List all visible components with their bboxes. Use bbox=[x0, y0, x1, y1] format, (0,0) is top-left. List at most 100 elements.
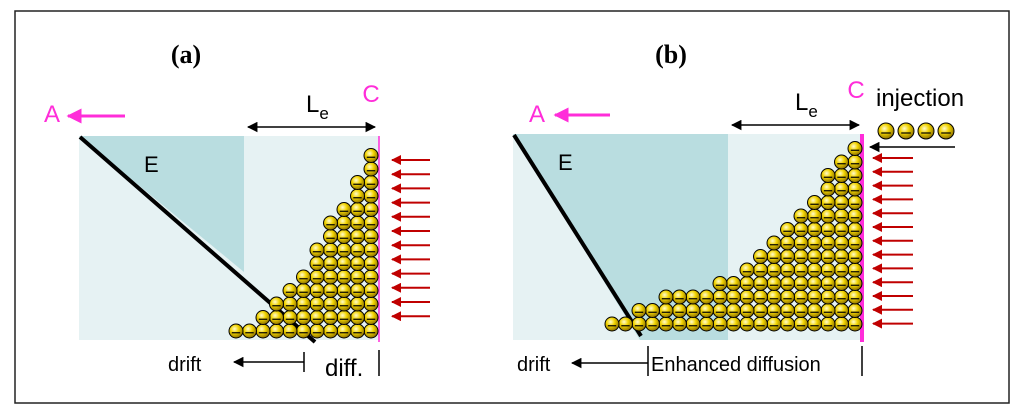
charge-ball bbox=[350, 215, 365, 231]
charge-ball bbox=[847, 208, 863, 224]
charge-ball bbox=[753, 262, 768, 278]
charge-ball bbox=[309, 310, 325, 325]
charge-ball bbox=[847, 235, 863, 251]
charge-ball bbox=[847, 316, 863, 332]
charge-ball bbox=[336, 256, 352, 271]
charge-ball bbox=[336, 229, 352, 244]
charge-ball bbox=[269, 323, 284, 339]
charge-ball bbox=[699, 289, 714, 305]
charge-ball bbox=[780, 276, 795, 291]
charge-ball bbox=[847, 195, 863, 210]
charge-ball bbox=[834, 195, 849, 210]
charge-ball bbox=[739, 262, 755, 278]
charge-ball bbox=[766, 303, 782, 318]
panel-b-cathode-label: C bbox=[847, 77, 864, 104]
charge-ball bbox=[363, 323, 379, 339]
charge-ball bbox=[323, 229, 338, 244]
charge-ball bbox=[780, 262, 795, 278]
charge-ball bbox=[336, 202, 352, 217]
charge-ball bbox=[350, 188, 365, 204]
charge-ball bbox=[336, 242, 352, 258]
panel-a-charge-pile bbox=[228, 148, 379, 339]
charge-ball bbox=[780, 249, 795, 264]
charge-ball bbox=[631, 316, 647, 332]
charge-ball bbox=[363, 296, 379, 312]
panel-b-field-region bbox=[513, 134, 728, 340]
panel-b-label: (b) bbox=[655, 40, 687, 69]
charge-ball bbox=[269, 310, 284, 325]
charge-ball bbox=[296, 283, 311, 298]
charge-ball bbox=[793, 222, 809, 237]
panel-a-cathode-label: C bbox=[362, 81, 379, 108]
charge-ball bbox=[323, 283, 338, 298]
charge-ball bbox=[739, 289, 755, 305]
charge-ball bbox=[363, 188, 379, 204]
charge-ball bbox=[350, 269, 365, 285]
charge-ball bbox=[793, 249, 809, 264]
panel-a-anode-label: A bbox=[44, 101, 60, 128]
panel-b: (b) A C injection Le E drift Enhanced di bbox=[512, 40, 964, 376]
charge-ball bbox=[336, 283, 352, 298]
charge-ball bbox=[739, 316, 755, 332]
charge-ball bbox=[323, 242, 338, 258]
charge-ball bbox=[685, 303, 701, 318]
panel-a-length-label: Le bbox=[306, 91, 329, 123]
charge-ball bbox=[699, 303, 714, 318]
charge-ball bbox=[712, 289, 728, 305]
charge-ball bbox=[323, 296, 338, 312]
charge-ball bbox=[672, 316, 687, 332]
charge-ball bbox=[807, 235, 822, 251]
charge-ball bbox=[807, 289, 822, 305]
charge-ball bbox=[296, 310, 311, 325]
charge-ball bbox=[807, 316, 822, 332]
charge-ball bbox=[350, 202, 365, 217]
charge-ball bbox=[350, 229, 365, 244]
charge-ball bbox=[834, 154, 849, 170]
panel-a-label: (a) bbox=[171, 40, 201, 69]
charge-ball bbox=[323, 256, 338, 271]
charge-ball bbox=[820, 181, 836, 197]
charge-ball bbox=[350, 256, 365, 271]
charge-ball bbox=[793, 303, 809, 318]
charge-ball bbox=[604, 316, 620, 332]
panel-b-length-label: Le bbox=[795, 89, 818, 121]
charge-ball bbox=[820, 222, 836, 237]
charge-ball bbox=[766, 289, 782, 305]
charge-ball bbox=[296, 296, 311, 312]
charge-ball bbox=[820, 289, 836, 305]
charge-ball bbox=[847, 181, 863, 197]
charge-ball bbox=[323, 310, 338, 325]
charge-ball bbox=[282, 310, 298, 325]
panel-a-diffusion-label: diff. bbox=[325, 355, 363, 382]
charge-ball bbox=[309, 242, 325, 258]
charge-ball bbox=[672, 289, 687, 305]
charge-ball bbox=[820, 303, 836, 318]
panel-b-field-arrows bbox=[872, 153, 913, 329]
charge-ball bbox=[847, 262, 863, 278]
charge-ball bbox=[807, 262, 822, 278]
charge-ball bbox=[296, 323, 311, 339]
charge-ball bbox=[618, 316, 633, 332]
charge-ball bbox=[807, 249, 822, 264]
charge-ball bbox=[712, 303, 728, 318]
charge-ball bbox=[726, 303, 741, 318]
charge-ball bbox=[685, 316, 701, 332]
charge-ball bbox=[363, 175, 379, 190]
charge-ball bbox=[834, 235, 849, 251]
charge-ball bbox=[820, 195, 836, 210]
charge-ball bbox=[753, 316, 768, 332]
charge-ball bbox=[793, 235, 809, 251]
panel-a-field-label: E bbox=[144, 152, 159, 177]
charge-ball bbox=[780, 222, 795, 237]
charge-ball bbox=[309, 296, 325, 312]
charge-ball bbox=[820, 249, 836, 264]
charge-ball bbox=[847, 289, 863, 305]
charge-ball bbox=[363, 202, 379, 217]
charge-ball bbox=[282, 323, 298, 339]
charge-ball bbox=[820, 208, 836, 224]
charge-ball bbox=[309, 323, 325, 339]
charge-ball bbox=[645, 316, 660, 332]
charge-ball bbox=[780, 235, 795, 251]
charge-ball bbox=[309, 269, 325, 285]
charge-ball bbox=[739, 276, 755, 291]
